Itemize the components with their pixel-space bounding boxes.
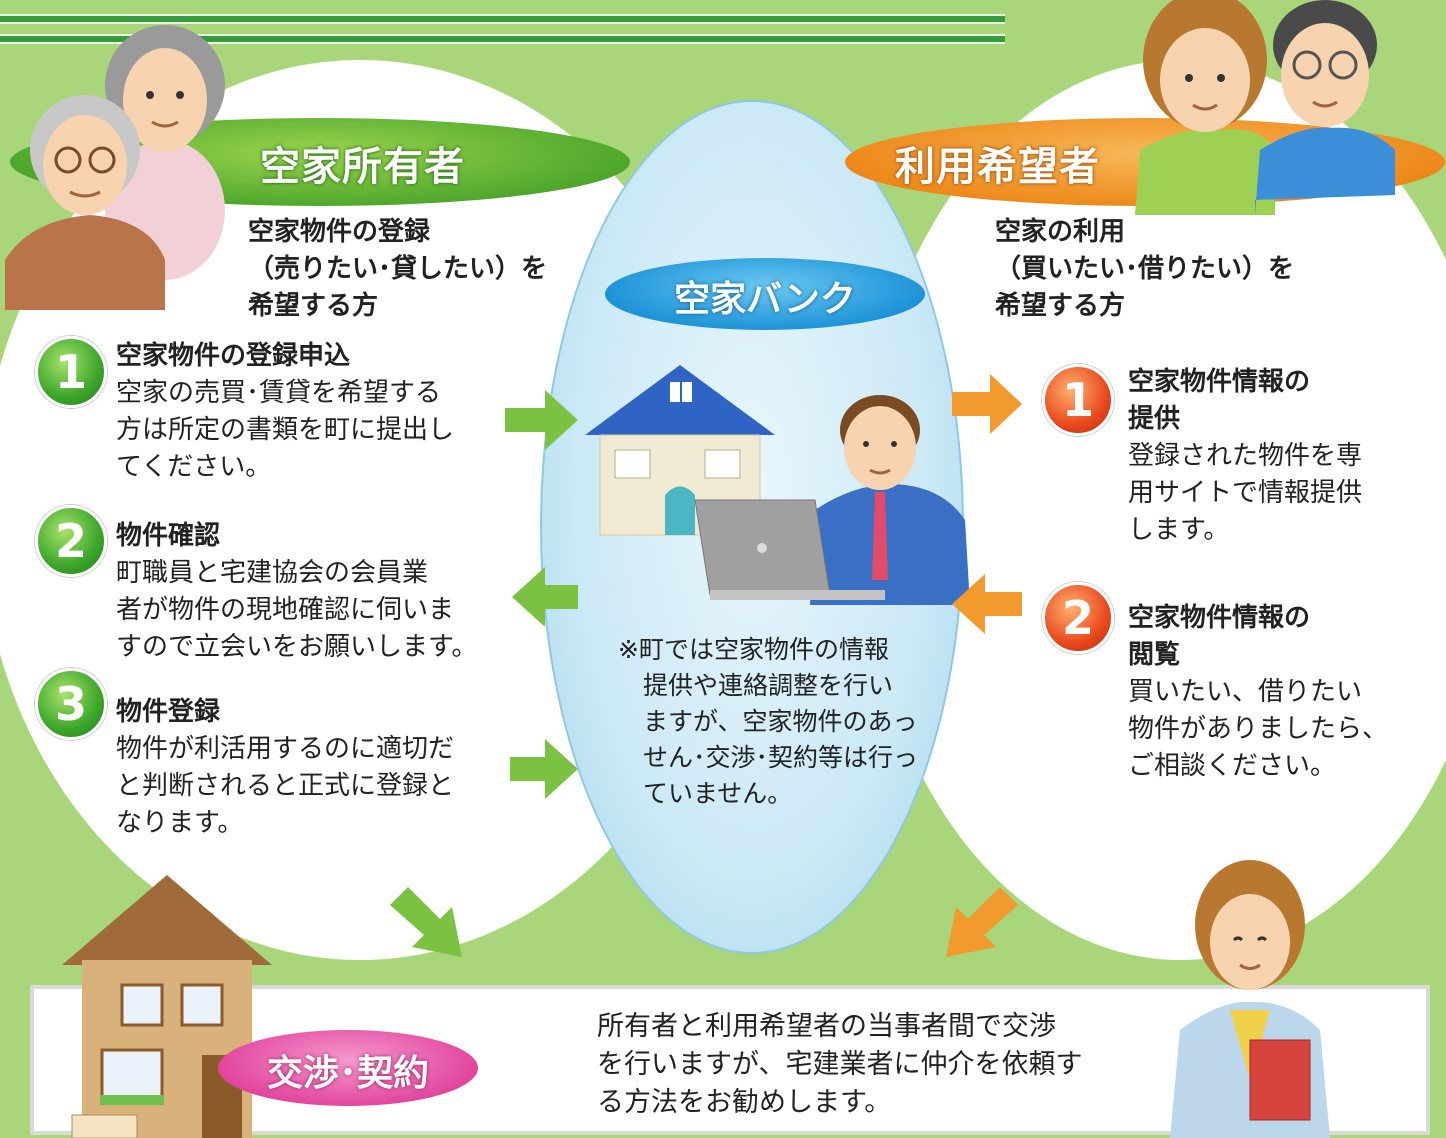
user-step-line: ご相談ください。 [1128,751,1337,781]
bank-note-line: ※町では空家物件の情報 [618,635,889,664]
owner-step-heading: 物件確認 [116,521,221,551]
user-step-line: します。 [1128,515,1230,545]
owner-step-heading: 空家物件の登録申込 [116,341,351,371]
arrow-user-to-contract [946,887,1018,957]
user-step-line: 用サイトで情報提供 [1128,478,1363,508]
owner-step-1: 空家物件の登録申込 空家の売買･賃貸を希望する 方は所定の書類を町に提出し てく… [116,338,454,486]
owner-step-3-number: 3 [35,668,107,740]
user-subtitle: 空家の利用 （買いたい･借りたい）を 希望する方 [995,214,1294,325]
owner-step-2-number: 2 [35,505,107,577]
user-step-2-number: 2 [1042,582,1114,654]
user-step-heading: 提供 [1128,404,1181,434]
contract-text-line: を行いますが、宅建業者に仲介を依頼す [597,1049,1083,1080]
bank-note-line: ますが、空家物件のあっ [643,707,918,736]
elderly-couple-icon [5,25,225,310]
owner-step-line: 方は所定の書類を町に提出し [116,415,455,445]
user-step-line: 買いたい、借りたい [1128,677,1363,707]
woman-with-book-icon [1170,860,1330,1138]
owner-step-heading: 物件登録 [116,697,221,727]
owner-step-line: すので立会いをお願いします。 [116,632,478,662]
user-subtitle-line: 希望する方 [995,291,1126,321]
user-subtitle-line: 空家の利用 [995,217,1126,247]
owner-subtitle-line: 空家物件の登録 [248,217,431,247]
owner-step-line: と判断されると正式に登録と [116,771,455,801]
user-title: 利用希望者 [895,144,1100,190]
top-stripe-1 [0,14,1005,24]
contract-text: 所有者と利用希望者の当事者間で交渉 を行いますが、宅建業者に仲介を依頼す る方法… [597,1008,1082,1122]
user-step-2: 空家物件情報の 閲覧 買いたい、借りたい 物件がありましたら、 ご相談ください。 [1128,600,1388,785]
user-subtitle-line: （買いたい･借りたい）を [995,254,1295,284]
bank-note-line: せん･交渉･契約等は行っ [643,743,919,772]
user-step-1-number: 1 [1042,364,1114,436]
bank-note-line: 提供や連絡調整を行い [643,671,894,700]
contract-text-line: 所有者と利用希望者の当事者間で交渉 [597,1011,1056,1042]
user-step-1: 空家物件情報の 提供 登録された物件を専 用サイトで情報提供 します。 [1128,364,1362,549]
owner-step-2: 物件確認 町職員と宅建協会の会員業 者が物件の現地確認に伺いま すので立会いをお… [116,518,477,666]
bank-note: ※町では空家物件の情報 提供や連絡調整を行い ますが、空家物件のあっ せん･交渉… [618,632,918,812]
user-step-heading: 空家物件情報の [1128,367,1311,397]
bank-title-badge: 空家バンク [605,258,925,330]
contract-title: 交渉･契約 [266,1053,429,1094]
owner-step-line: 空家の売買･賃貸を希望する [116,378,442,408]
user-step-line: 物件がありましたら、 [1128,714,1389,744]
young-couple-icon [1135,0,1395,215]
bank-note-line: ていません。 [643,779,793,808]
bank-title: 空家バンク [674,279,856,320]
owner-subtitle: 空家物件の登録 （売りたい･貸したい）を 希望する方 [248,214,547,325]
owner-step-line: 物件が利活用するのに適切だ [116,734,455,764]
owner-step-3: 物件登録 物件が利活用するのに適切だ と判断されると正式に登録と なります。 [116,694,454,842]
owner-subtitle-line: 希望する方 [248,291,379,321]
owner-step-line: てください。 [116,452,272,482]
owner-title: 空家所有者 [260,144,465,190]
clerk-laptop-icon [694,395,970,605]
owner-step-line: なります。 [116,808,244,838]
user-step-heading: 空家物件情報の [1128,603,1311,633]
contract-title-badge: 交渉･契約 [218,1030,478,1106]
owner-step-1-number: 1 [35,336,107,408]
contract-text-line: る方法をお勧めします。 [597,1087,892,1118]
owner-subtitle-line: （売りたい･貸したい）を [248,254,548,284]
user-step-line: 登録された物件を専 [1128,441,1363,471]
top-stripe-2 [0,34,1005,44]
user-step-heading: 閲覧 [1128,640,1181,670]
house-icon [62,875,272,1138]
owner-step-line: 者が物件の現地確認に伺いま [116,595,455,625]
owner-step-line: 町職員と宅建協会の会員業 [116,558,429,588]
